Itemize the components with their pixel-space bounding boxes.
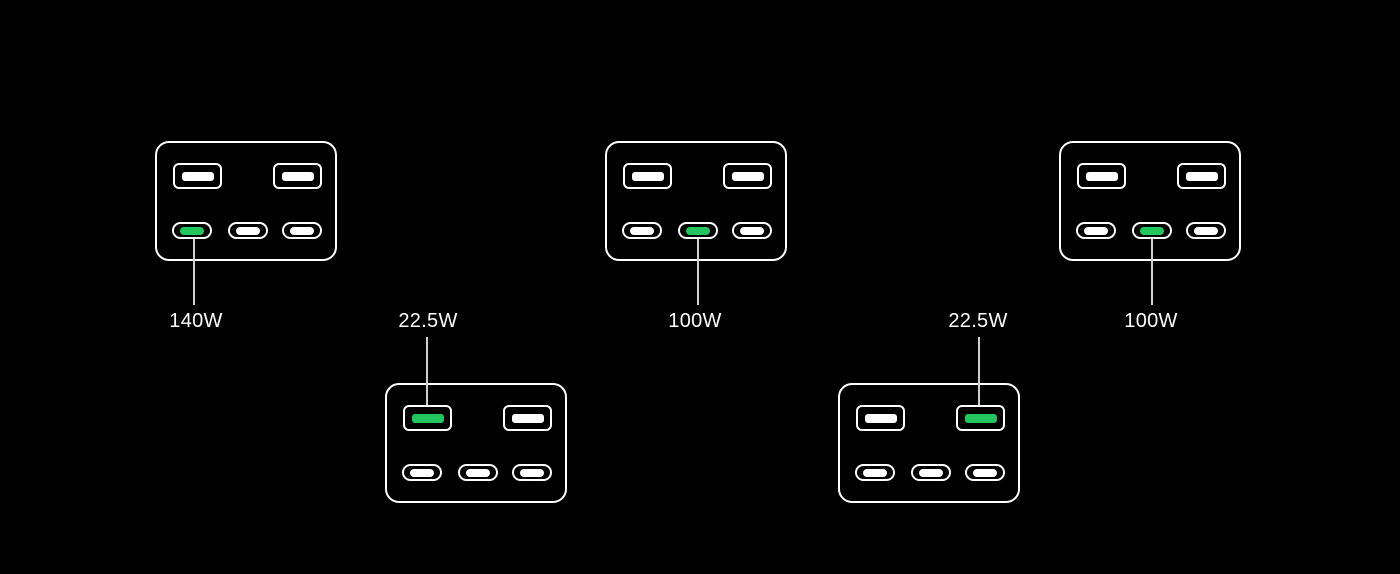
usb-c-port: [1076, 222, 1116, 239]
usb-a-port: [856, 405, 905, 431]
wattage-label-3: 100W: [668, 310, 722, 332]
charger-faceplate-1: [155, 141, 337, 261]
usb-c-port: [512, 464, 552, 481]
wattage-label-2: 22.5W: [398, 310, 458, 332]
usb-c-port: [458, 464, 498, 481]
port-pin: [919, 468, 943, 477]
callout-line-1: [193, 239, 195, 305]
usb-a-port: [273, 163, 322, 189]
callout-line-2: [426, 337, 428, 405]
port-pin: [1140, 226, 1164, 235]
port-pin: [410, 468, 434, 477]
usb-a-port-active: [403, 405, 452, 431]
charger-faceplate-4: [838, 383, 1020, 503]
port-pin: [1085, 171, 1118, 181]
charger-faceplate-3: [605, 141, 787, 261]
usb-a-port: [173, 163, 222, 189]
usb-c-port: [282, 222, 322, 239]
port-pin: [511, 413, 544, 423]
port-pin: [466, 468, 490, 477]
usb-c-port: [965, 464, 1005, 481]
port-pin: [630, 226, 654, 235]
port-pin: [973, 468, 997, 477]
callout-line-4: [978, 337, 980, 405]
port-pin: [181, 171, 214, 181]
port-pin: [411, 413, 444, 423]
usb-a-port: [1177, 163, 1226, 189]
usb-c-port: [622, 222, 662, 239]
usb-c-port: [732, 222, 772, 239]
port-pin: [864, 413, 897, 423]
port-pin: [520, 468, 544, 477]
usb-a-port-active: [956, 405, 1005, 431]
usb-c-port: [228, 222, 268, 239]
port-pin: [1194, 226, 1218, 235]
charger-faceplate-5: [1059, 141, 1241, 261]
port-pin: [180, 226, 204, 235]
callout-line-3: [697, 239, 699, 305]
charger-faceplate-2: [385, 383, 567, 503]
usb-a-port: [723, 163, 772, 189]
usb-c-port: [855, 464, 895, 481]
usb-c-port: [402, 464, 442, 481]
port-pin: [964, 413, 997, 423]
port-pin: [631, 171, 664, 181]
usb-c-port-active: [678, 222, 718, 239]
wattage-label-4: 22.5W: [948, 310, 1008, 332]
port-pin: [686, 226, 710, 235]
port-pin: [1084, 226, 1108, 235]
usb-a-port: [1077, 163, 1126, 189]
usb-c-port-active: [172, 222, 212, 239]
port-pin: [236, 226, 260, 235]
port-pin: [281, 171, 314, 181]
port-pin: [863, 468, 887, 477]
port-pin: [290, 226, 314, 235]
wattage-label-1: 140W: [169, 310, 223, 332]
callout-line-5: [1151, 239, 1153, 305]
usb-a-port: [623, 163, 672, 189]
usb-c-port: [911, 464, 951, 481]
wattage-label-5: 100W: [1124, 310, 1178, 332]
port-pin: [740, 226, 764, 235]
usb-c-port-active: [1132, 222, 1172, 239]
usb-a-port: [503, 405, 552, 431]
port-pin: [731, 171, 764, 181]
port-pin: [1185, 171, 1218, 181]
usb-c-port: [1186, 222, 1226, 239]
